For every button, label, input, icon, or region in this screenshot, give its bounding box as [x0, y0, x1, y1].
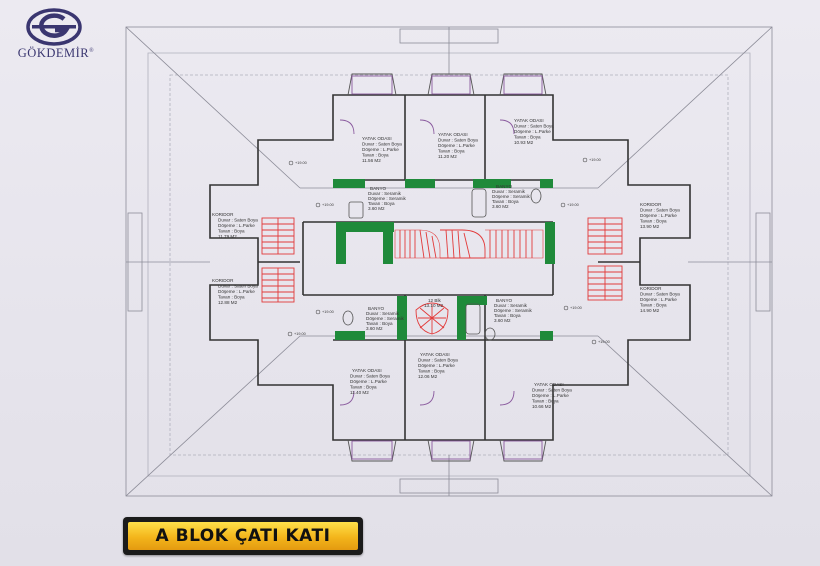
brand-name: GÖKDEMİR® — [17, 46, 95, 60]
level-mark: +19.00 — [295, 161, 307, 165]
level-mark: +19.00 — [589, 158, 601, 162]
level-mark: +19.00 — [570, 306, 582, 310]
level-mark: +19.00 — [598, 340, 610, 344]
plan-title: A BLOK ÇATI KATI — [128, 522, 358, 550]
level-mark: +19.00 — [322, 310, 334, 314]
structural-walls — [333, 179, 555, 340]
company-logo: GÖKDEMİR® — [6, 6, 102, 62]
roof-outline — [125, 26, 773, 497]
level-marks: +19.00 +19.00 +19.00 +19.00 +19.00 +19.0… — [287, 157, 610, 345]
door-swings — [339, 75, 543, 460]
level-mark: +19.00 — [567, 203, 579, 207]
staircases — [261, 217, 623, 335]
level-mark: +19.00 — [294, 332, 306, 336]
g-circle-logo-icon — [26, 8, 82, 46]
level-mark: +19.00 — [322, 203, 334, 207]
bathroom-fixtures — [342, 188, 542, 341]
bay-windows — [347, 73, 547, 462]
title-banner: A BLOK ÇATI KATI — [123, 517, 363, 555]
